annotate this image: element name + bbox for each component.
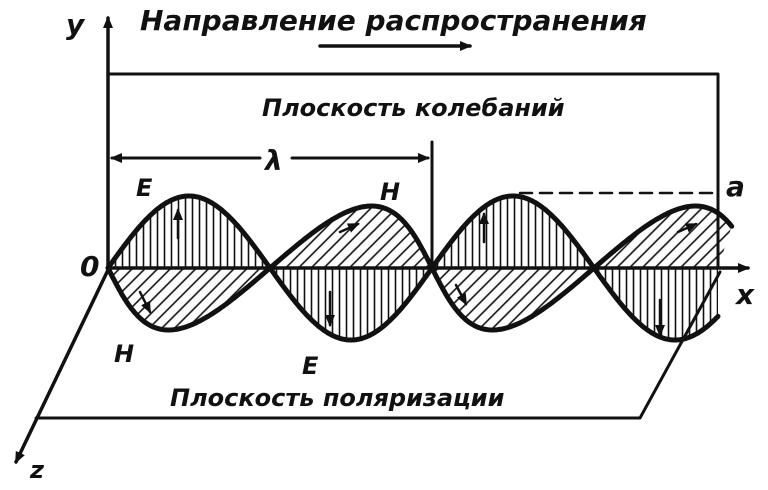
- x-axis-label: x: [734, 278, 755, 311]
- propagation-direction-label: Направление распространения: [140, 4, 647, 37]
- y-axis-label: y: [66, 8, 86, 41]
- origin-label: 0: [80, 250, 99, 283]
- h-field-wave: [105, 203, 735, 333]
- z-axis: [14, 268, 110, 464]
- wavelength-label: λ: [263, 144, 283, 177]
- field-vector-arrows: [138, 208, 698, 337]
- oscillation-plane: [106, 72, 720, 270]
- z-axis-label: z: [29, 456, 45, 484]
- polarization-plane-label: Плоскость поляризации: [170, 384, 505, 412]
- wavelength-marker: [106, 140, 434, 272]
- h-field-label-bottom: H: [114, 340, 134, 368]
- e-field-label-bottom: E: [302, 352, 319, 380]
- e-field-wave: [105, 193, 721, 343]
- amplitude-label: a: [726, 170, 745, 203]
- h-field-label-top: H: [380, 178, 400, 206]
- e-field-label-top: E: [136, 174, 153, 202]
- oscillation-plane-label: Плоскость колебаний: [262, 94, 565, 122]
